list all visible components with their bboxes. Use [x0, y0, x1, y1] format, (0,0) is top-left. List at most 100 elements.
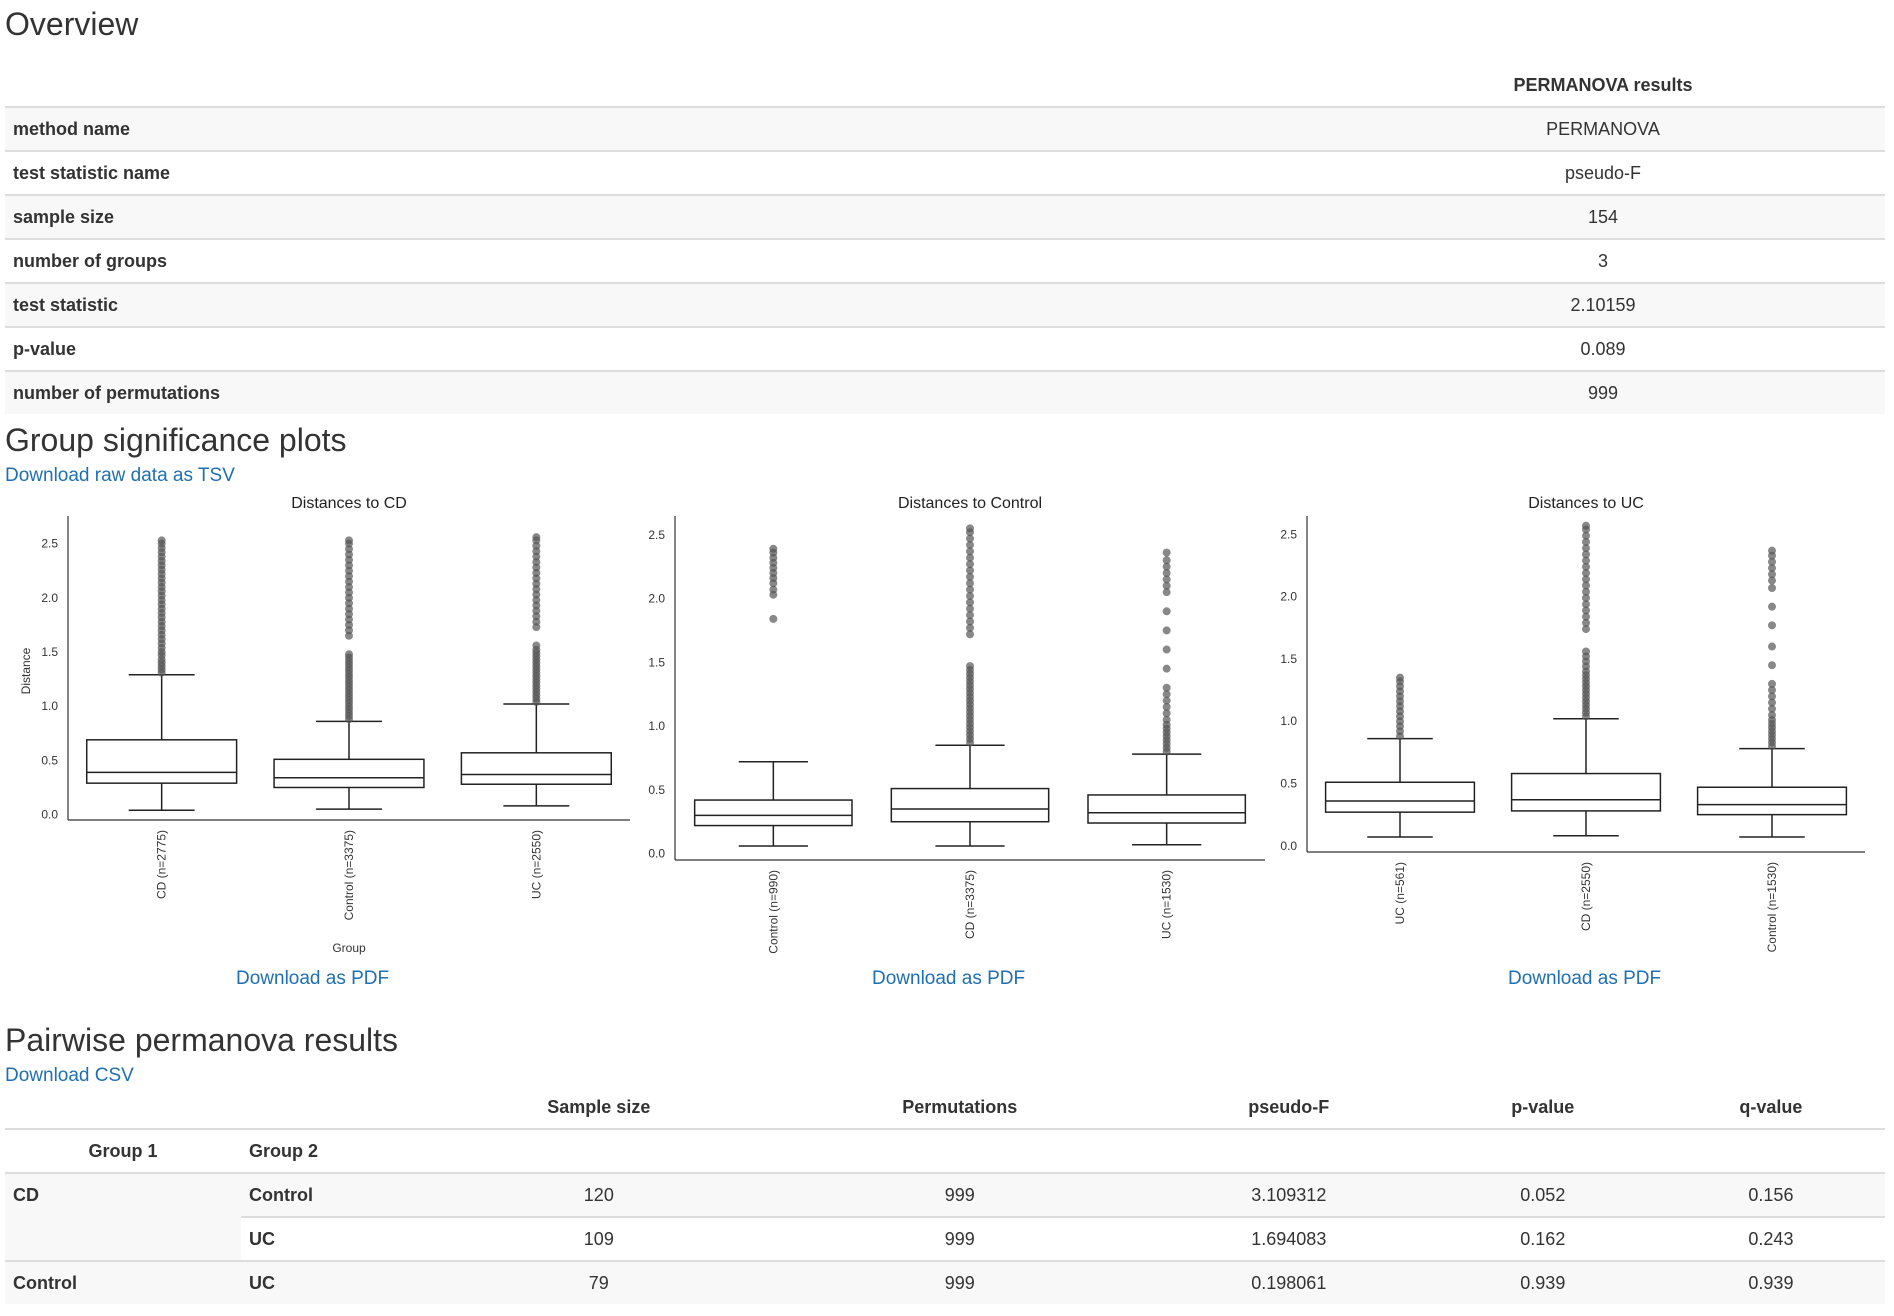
outlier-point: [532, 641, 541, 650]
y-tick-label: 1.5: [648, 655, 665, 669]
box: [1324, 781, 1476, 813]
chart-title: Distances to Control: [898, 495, 1042, 512]
outlier-point: [769, 614, 778, 623]
overview-table: PERMANOVA results method name PERMANOVA …: [5, 64, 1885, 414]
outlier-point: [966, 662, 974, 671]
outlier-point: [1582, 569, 1590, 578]
y-tick-label: 0.5: [41, 753, 58, 767]
col-q-value: q-value: [1739, 1096, 1803, 1117]
outlier-point: [769, 544, 778, 553]
overview-row: test statistic 2.10159: [5, 282, 1885, 327]
y-tick-label: 2.0: [41, 591, 58, 605]
outlier-point: [1768, 698, 1776, 707]
overview-row: number of permutations 999: [5, 370, 1885, 414]
outlier-point: [1582, 537, 1590, 546]
outlier-point: [1582, 606, 1590, 615]
download-pdf-control-link[interactable]: Download as PDF: [872, 968, 1026, 989]
outlier-point: [345, 536, 353, 545]
box-group: [1696, 546, 1848, 838]
box: [1087, 794, 1247, 824]
outlier-point: [1582, 531, 1590, 540]
group1-cell: CD: [5, 1172, 241, 1217]
x-tick-label: CD (n=3375): [963, 870, 977, 939]
outlier-point: [345, 650, 353, 659]
outlier-point: [1162, 690, 1171, 699]
pairwise-corner: [5, 1086, 241, 1129]
sample-size-cell: 120: [427, 1172, 771, 1217]
outlier-point: [769, 585, 778, 594]
permutations-cell: 999: [770, 1260, 1149, 1304]
overview-label: test statistic name: [5, 150, 1321, 195]
box-group: [273, 536, 425, 810]
blank-cell: [427, 1128, 771, 1173]
download-raw-tsv-link[interactable]: Download raw data as TSV: [5, 465, 235, 486]
outlier-point: [1162, 702, 1171, 711]
box: [1696, 786, 1848, 816]
y-tick-label: 0.0: [648, 847, 665, 861]
overview-row: p-value 0.089: [5, 326, 1885, 371]
boxplot-cd-svg: Distances to CD0.00.51.01.52.02.5Distanc…: [19, 495, 630, 955]
col-p-value: p-value: [1511, 1096, 1575, 1117]
box: [890, 787, 1050, 823]
overview-row: test statistic name pseudo-F: [5, 150, 1885, 195]
outlier-point: [1162, 715, 1171, 724]
outlier-point: [1162, 626, 1171, 635]
overview-value: 154: [1321, 194, 1885, 239]
p-value-cell: 0.162: [1428, 1216, 1657, 1261]
table-row: UC 109 999 1.694083 0.162 0.243: [5, 1216, 1885, 1261]
sample-size-cell: 109: [427, 1216, 771, 1261]
outlier-point: [1768, 642, 1776, 651]
table-row: Control UC 79 999 0.198061 0.939 0.939: [5, 1260, 1885, 1304]
box-group: [1324, 673, 1476, 838]
overview-row: method name PERMANOVA: [5, 106, 1885, 151]
permutations-cell: 999: [770, 1216, 1149, 1261]
index-name-group2: Group 2: [241, 1128, 427, 1173]
blank-cell: [1656, 1128, 1885, 1173]
col-sample-size: Sample size: [547, 1096, 651, 1117]
outlier-point: [1582, 625, 1590, 634]
box-group: [85, 536, 238, 811]
outlier-point: [966, 540, 974, 549]
outlier-point: [966, 553, 974, 562]
outlier-point: [532, 533, 541, 542]
blank-cell: [1428, 1128, 1657, 1173]
outlier-point: [1768, 584, 1776, 592]
outlier-point: [1768, 692, 1776, 701]
x-tick-label: UC (n=2550): [529, 830, 543, 899]
outlier-point: [1768, 570, 1776, 579]
pseudo-f-cell: 1.694083: [1148, 1216, 1429, 1261]
outlier-point: [1768, 704, 1776, 713]
outlier-point: [1162, 645, 1171, 654]
x-tick-label: CD (n=2775): [155, 830, 169, 899]
outlier-point: [1582, 581, 1590, 590]
y-tick-label: 0.5: [648, 783, 665, 797]
sample-size-cell: 79: [427, 1260, 771, 1304]
overview-label: number of groups: [5, 238, 1321, 283]
outlier-point: [1162, 581, 1171, 590]
x-tick-label: CD (n=2550): [1579, 862, 1593, 931]
box: [273, 758, 425, 789]
outlier-point: [966, 604, 974, 613]
outlier-point: [1162, 607, 1171, 616]
y-axis-label: Distance: [19, 647, 33, 694]
box: [1510, 772, 1662, 812]
overview-heading: Overview: [5, 6, 139, 42]
overview-label: number of permutations: [5, 370, 1321, 414]
pairwise-table: Sample size Permutations pseudo-F p-valu…: [5, 1086, 1885, 1304]
box-group: [890, 524, 1050, 847]
outlier-point: [1582, 521, 1590, 530]
outlier-point: [1162, 569, 1171, 578]
group2-cell: UC: [241, 1216, 427, 1261]
overview-value: 3: [1321, 238, 1885, 283]
overview-label: p-value: [5, 326, 1321, 371]
x-axis-label: Group: [332, 941, 366, 955]
download-pdf-cd-link[interactable]: Download as PDF: [236, 968, 390, 989]
overview-label: method name: [5, 106, 1321, 151]
pairwise-heading: Pairwise permanova results: [5, 1022, 399, 1058]
download-csv-link[interactable]: Download CSV: [5, 1065, 134, 1086]
col-permutations: Permutations: [902, 1096, 1018, 1117]
overview-value: pseudo-F: [1321, 150, 1885, 195]
download-pdf-uc-link[interactable]: Download as PDF: [1508, 968, 1662, 989]
chart-title: Distances to CD: [291, 495, 407, 512]
outlier-point: [1162, 664, 1171, 673]
